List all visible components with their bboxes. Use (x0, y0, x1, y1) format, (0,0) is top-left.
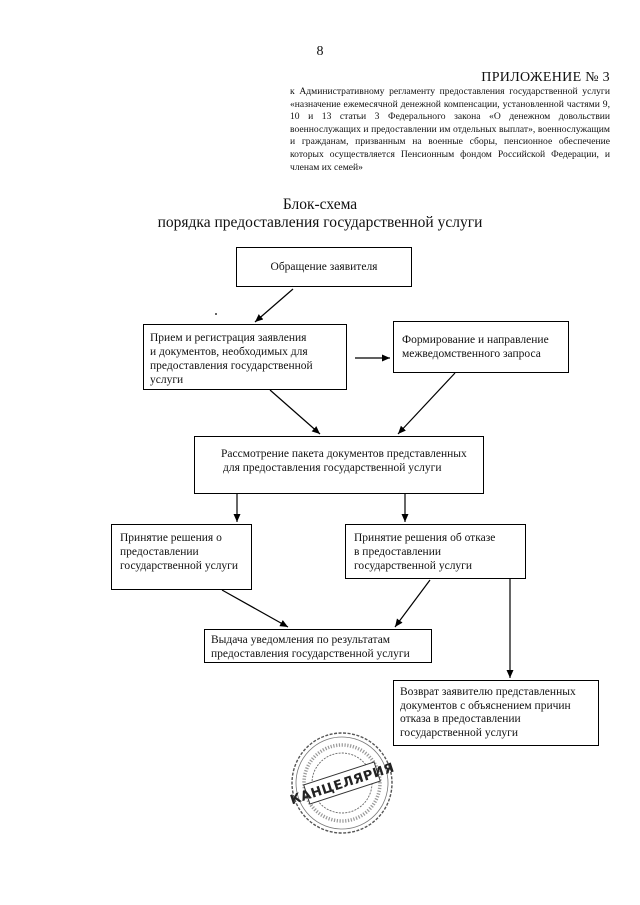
node-receipt-line: и документов, необходимых для (150, 346, 308, 358)
node-interagency-request: Формирование и направление межведомствен… (393, 321, 569, 373)
node-applicant-appeal: Обращение заявителя (236, 247, 412, 287)
stamp-ring-texture (302, 743, 382, 823)
node-return-line: Возврат заявителю представленных (400, 686, 576, 698)
node-refusal-decision: Принятие решения об отказе в предоставле… (345, 524, 526, 579)
appendix-title: ПРИЛОЖЕНИЕ № 3 (481, 70, 610, 85)
node-notice-line: предоставления государственной услуги (211, 648, 410, 660)
node-refusal-line: государственной услуги (354, 560, 473, 572)
appendix-text: к Административному регламенту предостав… (290, 86, 610, 173)
node-grant-line: предоставлении (120, 546, 199, 558)
node-receipt-line: услуги (150, 374, 184, 386)
node-refusal-line: Принятие решения об отказе (354, 532, 496, 544)
page-number: 8 (316, 44, 324, 59)
arrow-request-to-review (397, 372, 456, 435)
stamp-ring-2 (295, 736, 389, 830)
stamp-label-frame (303, 761, 381, 805)
node-notification-issue: Выдача уведомления по результатам предос… (204, 629, 432, 663)
node-grant-line: государственной услуги (120, 560, 239, 572)
office-stamp-graphic: КАНЦЕЛЯРИЯ (288, 732, 396, 834)
node-return-line: отказа в предоставлении (400, 713, 521, 725)
scan-speck (215, 313, 217, 315)
node-return-line: государственной услуги (400, 726, 519, 739)
arrow-receipt-to-review (269, 389, 321, 435)
node-review-line: для предоставления государственной услуг… (223, 462, 442, 474)
node-notice-line: Выдача уведомления по результатам (211, 634, 391, 646)
node-request-line: Формирование и направление (402, 334, 549, 346)
node-grant-line: Принятие решения о (120, 532, 222, 544)
node-receipt-registration: Прием и регистрация заявления и документ… (143, 324, 347, 390)
node-document-review: Рассмотрение пакета документов представл… (194, 436, 484, 494)
arrow-refusal-to-notice (394, 579, 431, 628)
office-stamp: КАНЦЕЛЯРИЯ (287, 728, 397, 838)
node-documents-return: Возврат заявителю представленных докумен… (393, 680, 599, 746)
node-applicant-appeal-label: Обращение заявителя (270, 261, 378, 273)
arrow-appeal-to-receipt (254, 288, 294, 323)
flowchart-title: Блок-схема (282, 196, 358, 213)
node-refusal-line: в предоставлении (354, 546, 442, 558)
node-receipt-line: предоставления государственной (150, 360, 313, 372)
node-review-line: Рассмотрение пакета документов представл… (221, 448, 467, 460)
node-return-line: документов с объяснением причин (400, 699, 571, 712)
node-request-line: межведомственного запроса (402, 348, 541, 360)
node-grant-decision: Принятие решения о предоставлении госуда… (111, 524, 252, 590)
flowchart-subtitle: порядка предоставления государственной у… (157, 214, 483, 231)
arrow-grant-to-notice (221, 589, 289, 628)
node-receipt-line: Прием и регистрация заявления (150, 332, 307, 344)
